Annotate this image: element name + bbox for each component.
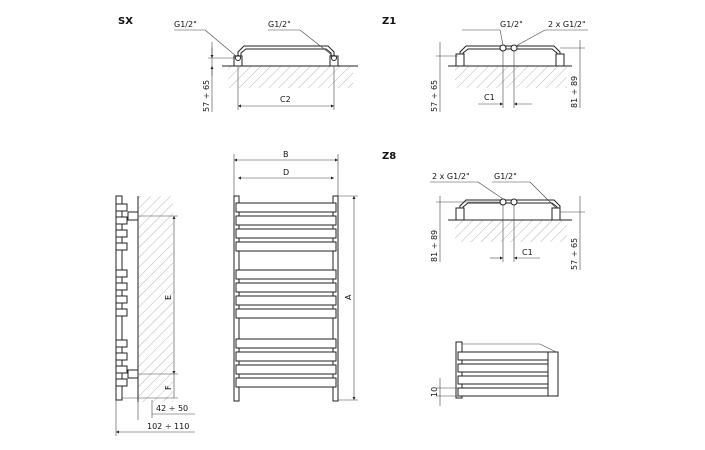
bracket-bottom [127,369,139,379]
label-conn-left: G1/2" [174,20,197,29]
bar-end [115,308,128,317]
radiator-top [237,45,335,60]
detail-bar [457,363,557,373]
end-cap-right [555,53,565,67]
radiator-top-inner [240,48,332,60]
view-title-sx: SX [118,16,133,27]
bracket-top [127,211,139,221]
bar [235,377,337,388]
bar-end [115,242,128,251]
label-width-dim: C2 [280,95,291,104]
end-cap-left [455,207,465,221]
valve-left [499,198,507,206]
label-conn-left: 2 x G1/2" [432,172,470,181]
bar [235,338,337,349]
view-title-z8: Z8 [382,151,396,162]
label-height-right: 57 ÷ 65 [570,238,579,270]
detail-bar [457,387,557,397]
bar-end [115,365,128,374]
label-depth-1: 42 ÷ 50 [156,404,188,413]
view-z1: Z1 G1/2" 2 x G1/2" 57 ÷ 65 81 ÷ 89 C1 [382,16,588,112]
bar-end [115,216,128,225]
leader [477,181,504,200]
bar [235,364,337,375]
leader [204,29,237,57]
radiator-top [459,199,561,214]
radiator-top-inner [462,48,558,60]
label-dim-e: E [164,295,173,300]
label-depth-2: 102 ÷ 110 [147,422,189,431]
label-conn-left: G1/2" [500,20,523,29]
detail-top-curve [462,343,557,353]
bar-end [115,203,128,212]
detail-bar [457,351,557,361]
end-cap-right [551,207,561,221]
bar [235,295,337,306]
view-title-z1: Z1 [382,16,396,27]
radiator-top [459,45,561,60]
label-offset-dim: C1 [522,248,533,257]
label-height-left: 81 ÷ 89 [430,230,439,262]
label-offset-dim: C1 [484,93,495,102]
detail-bar [457,375,557,385]
bar [235,202,337,213]
bar [235,228,337,239]
view-z8: Z8 2 x G1/2" G1/2" 81 ÷ 89 57 ÷ 65 C1 [382,151,585,270]
label-dim-a: A [344,294,353,300]
valve-left [499,44,507,52]
bar-end [115,352,128,361]
side-bars [115,203,128,387]
label-conn-right: G1/2" [494,172,517,181]
leader [529,181,557,209]
label-dim-b: B [283,150,289,159]
wall-hatch [138,196,173,402]
label-height-left: 57 ÷ 65 [430,80,439,112]
label-conn-right: 2 x G1/2" [548,20,586,29]
view-sx: SX G1/2" G1/2" 57 ÷ 65 C2 [118,16,358,112]
bar [235,308,337,319]
bar-end [115,269,128,278]
view-side: E F 42 ÷ 50 102 ÷ 110 [115,195,195,436]
wall-hatch [455,66,567,88]
bar [235,241,337,252]
valve-right-knob [331,55,337,61]
bar [235,269,337,280]
end-cap-left [455,53,465,67]
leader [515,29,546,47]
detail-post-right [547,351,559,397]
bar-end [115,229,128,238]
bar [235,282,337,293]
wall-hatch [228,66,353,88]
view-detail: 10 [430,341,559,406]
label-dim-d: D [283,168,289,177]
front-bars [235,202,337,388]
bar-end [115,339,128,348]
label-height-dim: 57 ÷ 65 [202,80,211,112]
wall-hatch [455,220,567,242]
label-height-right: 81 ÷ 89 [570,76,579,108]
label-dim-f: F [164,385,173,390]
label-conn-right: G1/2" [268,20,291,29]
radiator-top-inner [462,202,558,214]
bar [235,351,337,362]
leader [299,29,334,57]
valve-right [510,198,518,206]
bar [235,215,337,226]
bar-end [115,378,128,387]
view-front: B D A [233,150,358,402]
bar-end [115,282,128,291]
bar-end [115,295,128,304]
label-dim-bar: 10 [430,387,439,397]
leader [499,29,504,46]
